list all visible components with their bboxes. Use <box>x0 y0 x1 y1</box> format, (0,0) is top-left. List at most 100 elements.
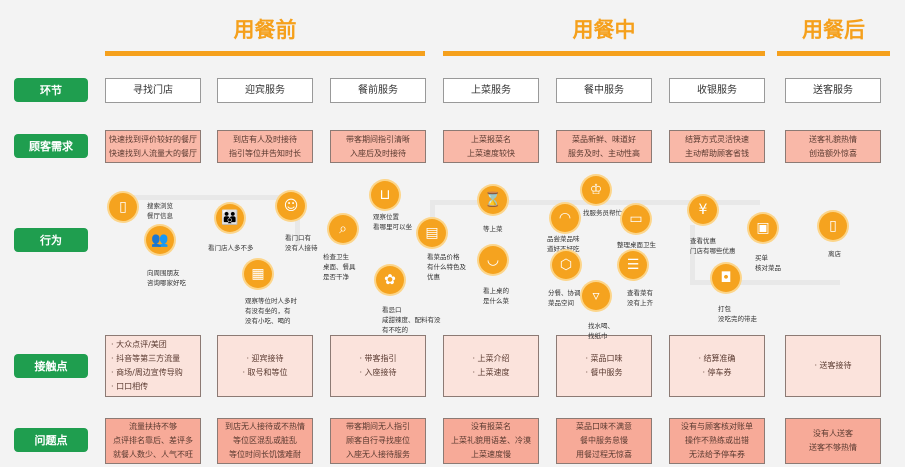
sofa-icon: ⊔ <box>371 181 399 209</box>
behavior-label: 整理桌面卫生 <box>617 240 656 250</box>
phase-before: 用餐前 <box>233 18 297 42</box>
behavior-label-line: 整理桌面卫生 <box>617 241 656 249</box>
behavior-label: 查看菜有没有上齐 <box>627 288 653 308</box>
dish-cover-icon: ◠ <box>551 204 579 232</box>
row-label-touchpoints: 接触点 <box>14 354 88 378</box>
need-box-line: 结算方式灵活快速 <box>685 134 749 144</box>
behavior-label-line: 查看优惠 <box>690 237 716 245</box>
need-box-line: 主动帮助顾客省钱 <box>685 148 749 158</box>
behavior-label-line: 优惠 <box>427 273 440 281</box>
problem-box-line: 点评排名靠后、差评多 <box>113 436 193 445</box>
behavior-label-line: 有什么特色及 <box>427 263 466 271</box>
checklist-icon: ☰ <box>619 251 647 279</box>
behavior-label-line: 咸甜辣度、配料有没 <box>382 316 441 324</box>
behavior-label-line: 看门口有 <box>285 234 311 242</box>
behavior-label-line: 有不吃的 <box>382 326 408 334</box>
need-box: 菜品新鲜、味道好服务及时、主动性高 <box>556 130 652 163</box>
stage-box: 收银服务 <box>669 78 765 103</box>
behavior-label: 查看优惠门店有哪些优惠 <box>690 236 736 256</box>
path-track <box>690 225 840 285</box>
friends-icon: 👥 <box>146 226 174 254</box>
behavior-label-line: 道好不好吃 <box>547 245 580 253</box>
touchpoint-box-line: · 带客指引 <box>359 354 397 363</box>
behavior-label-line: 品尝菜品味 <box>547 235 580 243</box>
stage-box: 餐前服务 <box>330 78 426 103</box>
problem-box-line: 用餐过程无惊喜 <box>576 450 632 459</box>
behavior-label: 看上桌的是什么菜 <box>483 286 509 306</box>
row-label-problems: 问题点 <box>14 428 88 452</box>
behavior-label-line: 桌面、餐具 <box>323 263 356 271</box>
behavior-label-line: 核对菜品 <box>755 264 781 272</box>
stage-box: 餐中服务 <box>556 78 652 103</box>
behavior-label: 看忌口咸甜辣度、配料有没有不吃的 <box>382 305 441 335</box>
problem-box: 没有人送客送客不够热情 <box>785 418 881 464</box>
behavior-label: 买单核对菜品 <box>755 253 781 273</box>
behavior-label-line: 看忌口 <box>382 306 402 314</box>
behavior-label: 找水喝、找纸巾 <box>588 321 614 341</box>
behavior-label: 品尝菜品味道好不好吃 <box>547 234 580 254</box>
touchpoint-box-line: · 抖音等第三方流量 <box>111 354 181 363</box>
need-box: 到店有人及时接待指引等位并告知时长 <box>217 130 313 163</box>
service-bell-icon: ♔ <box>582 176 610 204</box>
problem-box-line: 没有与顾客核对账单 <box>681 422 753 431</box>
problem-box-line: 菜品口味不满意 <box>576 422 632 431</box>
touchpoint-box: · 带客指引· 入座接待 <box>330 335 426 397</box>
behavior-label: 分餐、协调菜品空间 <box>548 288 581 308</box>
behavior-label-line: 是否干净 <box>323 273 349 281</box>
behavior-label-line: 看哪里可以坐 <box>373 223 412 231</box>
behavior-label-line: 咨询哪家好吃 <box>147 279 186 287</box>
touchpoint-box-line: · 大众点评/美团 <box>111 340 167 349</box>
behavior-label: 离店 <box>828 249 841 259</box>
behavior-label-line: 找服务员帮忙 <box>583 209 622 217</box>
behavior-label: 检查卫生桌面、餐具是否干净 <box>323 252 356 282</box>
behavior-label-line: 买单 <box>755 254 768 262</box>
need-box-line: 带客期间指引清晰 <box>346 134 410 144</box>
need-box-line: 菜品新鲜、味道好 <box>572 134 636 144</box>
touchpoint-box-line: · 上菜速度 <box>472 368 510 377</box>
stage-box: 上菜服务 <box>443 78 539 103</box>
problem-box-line: 操作不熟练或出错 <box>685 436 749 445</box>
stage-box: 寻找门店 <box>105 78 201 103</box>
need-box-line: 服务及时、主动性高 <box>568 148 640 158</box>
coupon-icon: ¥ <box>689 196 717 224</box>
problem-box-line: 上菜速度慢 <box>471 450 511 459</box>
problem-box-line: 就餐人数少、人气不旺 <box>113 450 193 459</box>
problem-box: 到店无人接待或不热情等位区混乱或脏乱等位时间长饥饿难耐 <box>217 418 313 464</box>
behavior-label: 看菜品价格有什么特色及优惠 <box>427 252 466 282</box>
problem-box-line: 入座无人接待服务 <box>346 450 410 459</box>
problem-box-line: 送客不够热情 <box>809 443 857 452</box>
behavior-label-line: 看门店人多不多 <box>208 244 254 252</box>
phase-after-bar <box>777 51 890 56</box>
touchpoint-box-line: · 餐中服务 <box>585 368 623 377</box>
touchpoint-box-line: · 迎宾接待 <box>246 354 284 363</box>
need-box-line: 指引等位并告知时长 <box>229 148 301 158</box>
behavior-label-line: 查看菜有 <box>627 289 653 297</box>
wallet-icon: ▣ <box>749 214 777 242</box>
behavior-label-line: 观察位置 <box>373 213 399 221</box>
behavior-label-line: 看上桌的 <box>483 287 509 295</box>
touchpoint-box-line: · 取号和等位 <box>242 368 288 377</box>
stage-box: 送客服务 <box>785 78 881 103</box>
inspect-icon: ⌕ <box>329 215 357 243</box>
behavior-label: 搜索浏览餐厅信息 <box>147 201 173 221</box>
phase-after: 用餐后 <box>802 18 865 42</box>
problem-box: 没有报菜名上菜礼貌用语差、冷漠上菜速度慢 <box>443 418 539 464</box>
touchpoint-box-line: · 停车券 <box>702 368 732 377</box>
behavior-label: 找服务员帮忙 <box>583 208 622 218</box>
touchpoint-box-line: · 口口相传 <box>111 382 149 391</box>
behavior-label-line: 门店有哪些优惠 <box>690 247 736 255</box>
stage-box: 迎宾服务 <box>217 78 313 103</box>
problem-box-line: 没有报菜名 <box>471 422 511 431</box>
need-box-line: 到店有人及时接待 <box>233 134 297 144</box>
touchpoint-box: · 菜品口味· 餐中服务 <box>556 335 652 397</box>
row-label-needs: 顾客需求 <box>14 134 88 158</box>
problem-box-line: 等位时间长饥饿难耐 <box>229 450 301 459</box>
behavior-label-line: 是什么菜 <box>483 297 509 305</box>
row-label-behavior: 行为 <box>14 228 88 252</box>
waiting-seats-icon: ▦ <box>244 260 272 288</box>
waiter-icon: ☺ <box>277 192 305 220</box>
need-box-line: 上菜速度较快 <box>467 148 515 158</box>
problem-box-line: 餐中服务怠慢 <box>580 436 628 445</box>
problem-box: 菜品口味不满意餐中服务怠慢用餐过程无惊喜 <box>556 418 652 464</box>
behavior-label: 等上菜 <box>483 224 503 234</box>
